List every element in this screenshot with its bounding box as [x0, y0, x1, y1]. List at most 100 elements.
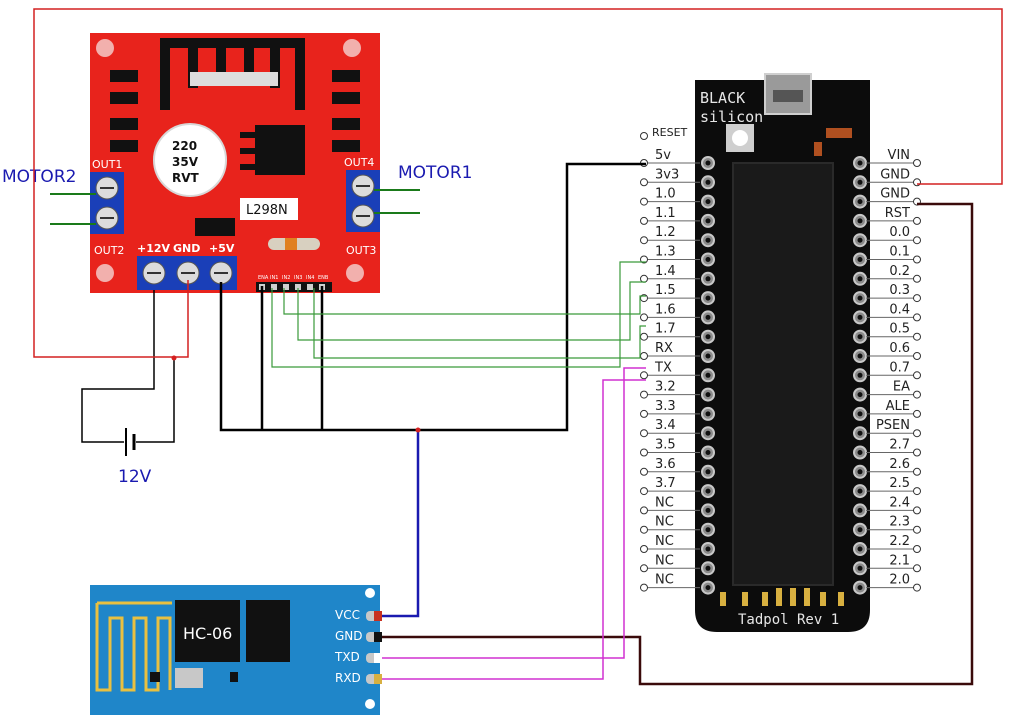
mcu-left-pin-4[interactable]: [640, 236, 648, 245]
battery-symbol: [125, 428, 136, 456]
mcu-right-pin-label-3: RST: [885, 206, 910, 221]
mcu-left-pin-22[interactable]: [640, 583, 648, 592]
battery-circuit: [81, 290, 175, 443]
mcu-left-pin-20[interactable]: [640, 545, 648, 553]
hc06-flash-chip: [246, 600, 290, 662]
mcu-left-pin-5[interactable]: [640, 255, 648, 264]
mcu-right-pin-5[interactable]: [913, 255, 921, 264]
header-pin-in3[interactable]: [295, 284, 301, 290]
mcu-right-pin-20[interactable]: [913, 545, 921, 553]
mcu-right-hole-center-12: [857, 392, 863, 398]
mcu-right-hole-center-10: [857, 353, 863, 359]
mount-hole-br: [346, 264, 364, 282]
mcu-right-pin-label-14: PSEN: [876, 418, 910, 433]
header-pin-label-in4: IN4: [306, 275, 314, 281]
mcu-right-pin-22[interactable]: [913, 583, 921, 592]
mcu-right-pin-label-7: 0.3: [889, 283, 910, 298]
hc06-hole-2: [365, 699, 375, 709]
usb-port-inner: [773, 90, 803, 102]
header-pin-in1[interactable]: [271, 284, 277, 290]
mcu-right-pin-9[interactable]: [913, 332, 921, 341]
mcu-right-hole-center-17: [857, 488, 863, 494]
wire-blue-vcc: [382, 430, 420, 618]
mcu-right-pin-15[interactable]: [913, 448, 921, 457]
mcu-right-pin-19[interactable]: [913, 525, 921, 534]
power-terminal-block[interactable]: [137, 256, 237, 290]
mcu-left-hole-center-5: [705, 257, 711, 262]
mcu-left-pin-label-19: NC: [655, 515, 674, 530]
mcu-left-pin-label-2: 1.0: [655, 187, 676, 202]
wire-magenta-serial: [382, 367, 646, 680]
mcu-left-pin-16[interactable]: [640, 467, 648, 476]
mcu-right-hole-center-4: [857, 237, 863, 243]
mcu-left-pin-10[interactable]: [640, 352, 648, 360]
mcu-right-pin-21[interactable]: [913, 564, 921, 573]
mcu-left-pin-3[interactable]: [640, 216, 648, 225]
smd-2: [230, 672, 238, 682]
mcu-right-pin-6[interactable]: [913, 274, 921, 283]
mcu-left-pin-12[interactable]: [640, 390, 648, 399]
mcu-left-pin-label-21: NC: [655, 553, 674, 568]
mcu-right-hole-center-7: [857, 295, 863, 301]
mcu-left-pin-label-5: 1.3: [655, 245, 676, 260]
mcu-right-pin-8[interactable]: [913, 313, 921, 322]
capacitor-label-2: 35V: [172, 155, 199, 169]
mcu-right-pin-7[interactable]: [913, 294, 921, 303]
mcu-left-pin-21[interactable]: [640, 564, 648, 573]
reset-pin[interactable]: [640, 132, 648, 140]
motor1-label: MOTOR1: [398, 163, 472, 183]
mcu-left-pin-19[interactable]: [640, 525, 648, 534]
mcu-left-pin-label-11: TX: [654, 360, 672, 375]
header-pin-in4[interactable]: [307, 284, 313, 290]
mcu-left-pin-11[interactable]: [640, 371, 648, 380]
mcu-left-pin-6[interactable]: [640, 274, 648, 283]
mcu-left-pin-14[interactable]: [640, 429, 648, 438]
mcu-right-pin-label-2: GND: [880, 187, 910, 202]
mcu-left-pin-2[interactable]: [640, 197, 648, 206]
mcu-right-pin-16[interactable]: [913, 467, 921, 476]
mcu-left-pin-1[interactable]: [640, 178, 648, 187]
header-pin-in2[interactable]: [283, 284, 289, 290]
header-pin-label-in2: IN2: [282, 275, 290, 281]
mcu-left-hole-center-2: [705, 199, 711, 205]
mcu-right-pin-13[interactable]: [913, 409, 921, 418]
mcu-right-pin-label-0: VIN: [888, 148, 910, 163]
mcu-right-pin-4[interactable]: [913, 236, 921, 245]
mcu-left-hole-center-9: [705, 334, 711, 340]
mcu-right-pin-18[interactable]: [913, 506, 921, 515]
hc06-main-chip: [175, 600, 240, 662]
wire-green-control: [271, 261, 646, 368]
mcu-left-hole-center-20: [705, 546, 711, 552]
mcu-left-pin-17[interactable]: [640, 487, 648, 496]
out1-label: OUT1: [92, 158, 122, 171]
mcu-right-pin-12[interactable]: [913, 390, 921, 399]
l298n-chip-label: L298N: [246, 203, 288, 218]
mcu-right-hole-center-14: [857, 430, 863, 436]
mcu-left-pin-9[interactable]: [640, 332, 648, 341]
mcu-right-pin-label-20: 2.2: [889, 534, 910, 549]
mcu-right-pin-label-9: 0.5: [889, 322, 910, 337]
mcu-left-hole-center-14: [705, 430, 711, 436]
mcu-left-pin-label-1: 3v3: [655, 167, 679, 182]
mcu-left-pin-8[interactable]: [640, 313, 648, 322]
out2-label: OUT2: [94, 244, 124, 257]
hc06-vcc-wire-end: [374, 611, 382, 621]
mcu-right-hole-center-6: [857, 276, 863, 282]
mcu-left-pin-15[interactable]: [640, 448, 648, 457]
hc06-vcc-label: VCC: [335, 608, 360, 622]
mcu-right-pin-0[interactable]: [913, 159, 921, 167]
mcu-right-hole-center-8: [857, 314, 863, 320]
mcu-left-pin-label-7: 1.5: [655, 283, 676, 298]
mcu-right-pin-17[interactable]: [913, 487, 921, 496]
mcu-right-pin-3[interactable]: [913, 216, 921, 225]
mcu-left-pin-18[interactable]: [640, 506, 648, 515]
mcu-right-pin-14[interactable]: [913, 429, 921, 438]
mcu-left-hole-center-6: [705, 276, 711, 282]
mcu-right-pin-11[interactable]: [913, 371, 921, 380]
mcu-right-pin-label-21: 2.1: [889, 553, 910, 568]
mcu-left-pin-13[interactable]: [640, 409, 648, 418]
mcu-right-pin-10[interactable]: [913, 352, 921, 360]
motor1-terminal[interactable]: [346, 170, 380, 232]
